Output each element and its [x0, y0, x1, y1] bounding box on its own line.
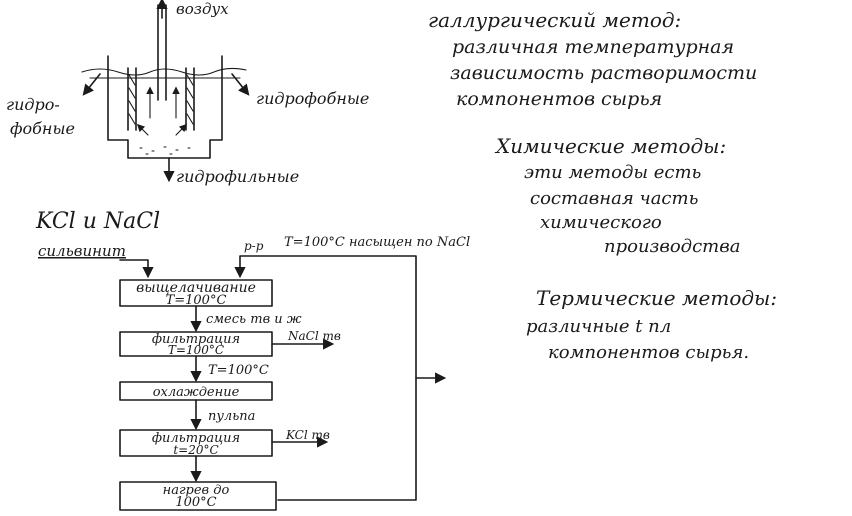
- step-label: охлаждение: [153, 385, 240, 400]
- foam-surface: [81, 67, 247, 76]
- halurgic-method-heading: галлургический метод:: [428, 8, 682, 32]
- step-label: выщелачивание: [136, 280, 256, 296]
- chemical-methods-line-1: эти методы есть: [524, 162, 702, 183]
- recycle-condition-label: T=100°C насыщен по NaCl: [284, 235, 470, 250]
- nacl-output-label: NaCl тв: [287, 329, 341, 343]
- thermal-methods-heading: Термические методы:: [536, 286, 778, 310]
- baffle-right: [185, 67, 195, 131]
- chemical-methods-line-2: составная часть: [530, 188, 699, 209]
- step-label: нагрев до: [163, 483, 230, 498]
- recycle-solution-label: р-р: [244, 239, 264, 253]
- recycle-loop-line: [234, 255, 417, 501]
- baffle-left-hatch: [128, 74, 136, 125]
- baffle-left: [127, 67, 137, 131]
- step-box-filtration-hot: фильтрация T=100°C: [119, 331, 273, 357]
- step-condition: T=100°C: [166, 293, 227, 308]
- step-condition: 100°C: [175, 495, 216, 510]
- step-box-cooling: охлаждение: [119, 381, 273, 401]
- hydrophilic-label: гидрофильные: [176, 167, 299, 186]
- step-condition: t=20°C: [173, 443, 218, 457]
- halurgic-method-line-1: различная температурная: [452, 36, 735, 58]
- bubble-arrow-left: [136, 123, 149, 136]
- halurgic-method-line-3: компонентов сырья: [456, 88, 663, 110]
- step-label: фильтрация: [152, 431, 240, 446]
- left-hydrophobic-label-1: гидро-: [6, 95, 60, 114]
- flow-title: KCl и NaCl: [35, 209, 160, 234]
- arrow-label-solid-liquid-mix: смесь тв и ж: [206, 312, 302, 327]
- kcl-output-label: KCl тв: [285, 428, 330, 442]
- flotation-cell: [81, 0, 250, 183]
- raw-material-label: сильвинит: [38, 242, 126, 260]
- halurgic-method-line-2: зависимость растворимости: [450, 62, 758, 84]
- arrow-label-temperature: T=100°C: [208, 363, 269, 378]
- raw-material-arrow: [119, 259, 154, 279]
- sediment: [139, 146, 191, 155]
- step-label: фильтрация: [152, 332, 240, 347]
- arrow-label-pulp: пульпа: [208, 409, 255, 424]
- left-hydrophobic-label-2: фобные: [10, 119, 75, 138]
- right-hydrophobic-label: гидрофобные: [256, 89, 369, 108]
- left-hydrophobic-outflow-arrow: [82, 73, 101, 96]
- step-box-leaching: выщелачивание T=100°C: [119, 279, 273, 308]
- chemical-methods-line-3: химического: [540, 212, 662, 233]
- tank-outline: [107, 55, 223, 159]
- thermal-methods-line-2: компонентов сырья.: [548, 342, 750, 363]
- air-label: воздух: [176, 0, 229, 18]
- bubble-arrow-right: [175, 123, 188, 136]
- step-box-filtration-cold: фильтрация t=20°C: [119, 429, 273, 457]
- chemical-methods-line-4: производства: [604, 236, 741, 257]
- step-condition: T=100°C: [168, 343, 224, 357]
- chemical-methods-heading: Химические методы:: [496, 134, 727, 158]
- step-box-heating: нагрев до 100°C: [119, 481, 277, 511]
- baffle-right-hatch: [186, 74, 194, 125]
- thermal-methods-line-1: различные t пл: [526, 316, 672, 337]
- right-hydrophobic-outflow-arrow: [231, 73, 250, 96]
